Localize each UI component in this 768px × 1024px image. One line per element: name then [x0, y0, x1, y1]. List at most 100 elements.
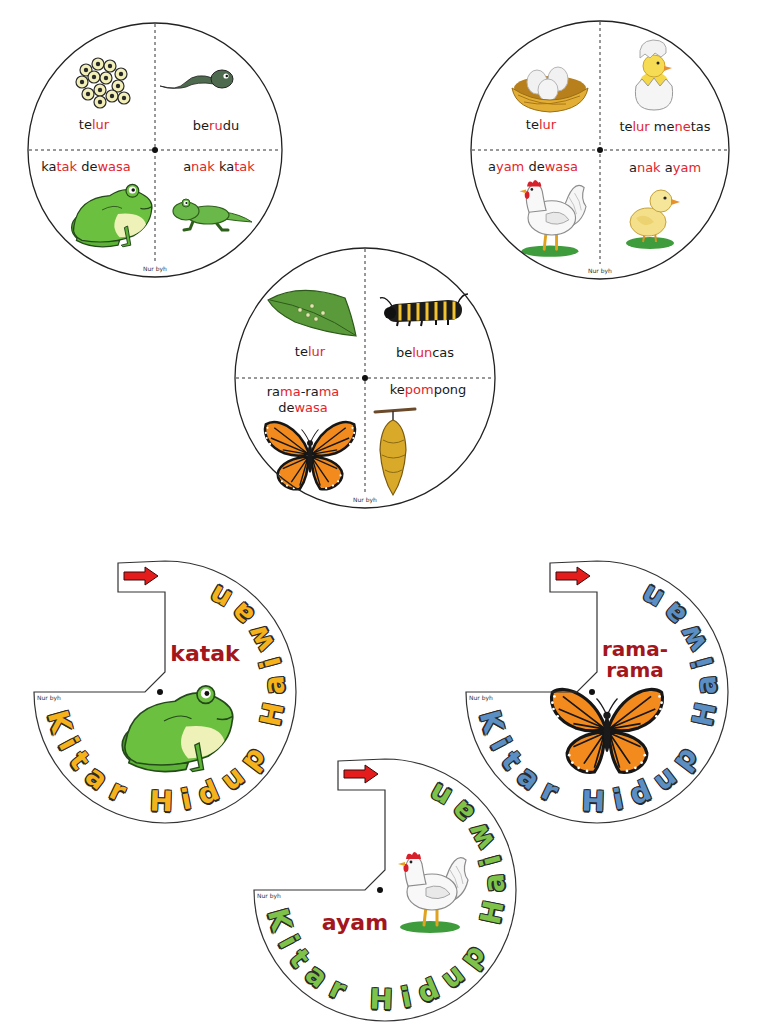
title-letter: u [436, 959, 469, 993]
text-run: wasa [97, 159, 130, 174]
illustration-part [538, 79, 558, 101]
illustration-part [512, 88, 588, 112]
text-run: lur [539, 117, 556, 132]
illustration-part [650, 190, 672, 212]
illustration-part [223, 73, 228, 78]
cover-rim [34, 561, 296, 823]
title-letter: p [668, 742, 702, 775]
life-cycle-wheel: Nur byhtelurbeluncasrama-rama dewasakepo… [234, 247, 496, 509]
pivot-dot [152, 147, 158, 153]
illustration-part [270, 300, 355, 335]
adult-butterfly [265, 422, 356, 489]
stage-label: ayam dewasa [478, 159, 588, 175]
pivot-dot [589, 689, 595, 695]
illustration-part [160, 76, 214, 89]
text-run: a [629, 160, 637, 175]
stage-label: rama-rama dewasa [261, 384, 345, 417]
title-letter: p [236, 742, 270, 775]
title-letter: H [581, 788, 605, 817]
illustration-part [380, 420, 406, 495]
illustration-part [100, 72, 112, 84]
turn-arrow [344, 765, 378, 783]
title-letter [348, 981, 365, 1011]
title-letter: a [260, 675, 289, 696]
credit-text: Nur byh [470, 267, 730, 274]
wheel-rim [28, 23, 282, 277]
title-letter: n [205, 580, 236, 614]
stage-label: anak ayam [610, 160, 720, 176]
title-letter [560, 783, 577, 813]
cover-rim [466, 561, 728, 823]
wheel-title: Kitar Hidup Haiwan [33, 560, 297, 824]
illustration-part [663, 196, 666, 199]
text-run: de [524, 159, 544, 174]
stage-segment: telur [255, 344, 365, 360]
pivot-dot [157, 689, 163, 695]
chrysalis [375, 409, 415, 495]
title-letter: n [637, 580, 668, 614]
text-run: ke [390, 382, 405, 397]
illustration-part [115, 68, 127, 80]
life-cycle-wheel: Nur byhtelurtelur menetasayam dewasaanak… [470, 20, 730, 280]
animal-name: rama-rama [600, 639, 670, 681]
text-run: me [650, 119, 675, 134]
title-letter: i [476, 852, 506, 869]
illustration-part [671, 199, 680, 205]
title-letter [128, 783, 145, 813]
illustration-part [185, 202, 187, 204]
illustration-part [92, 58, 104, 70]
text-run: lur [92, 117, 109, 132]
text-run: te [79, 117, 92, 132]
cover-frog [122, 686, 233, 772]
stage-segment: anak katak [164, 159, 274, 175]
credit-text: Nur byh [234, 496, 496, 503]
title-letter: d [626, 776, 655, 810]
stage-segment: telur [486, 117, 596, 133]
text-run: -ra [301, 384, 319, 399]
illustration-part [640, 40, 666, 58]
adult-frog [72, 184, 152, 246]
illustration-part [636, 216, 654, 225]
text-run: ka [41, 159, 56, 174]
stage-segment: anak ayam [610, 160, 720, 176]
title-letter: d [194, 776, 223, 810]
cover-outline [253, 758, 517, 1022]
text-run: nak [191, 159, 215, 174]
froglet [173, 199, 252, 230]
stage-label: anak katak [164, 159, 274, 175]
title-letter: a [446, 795, 479, 828]
title-letter: H [149, 788, 173, 817]
chick [626, 190, 680, 249]
title-letter: H [257, 700, 289, 729]
nest-with-eggs [512, 67, 588, 112]
title-letter: a [658, 597, 691, 630]
illustration-part [664, 66, 672, 71]
stage-segment: beluncas [370, 345, 480, 361]
title-letter: K [43, 707, 76, 735]
stage-segment: telur [39, 117, 149, 133]
wheel-cover: katakKitar Hidup HaiwanNur byh [33, 560, 297, 824]
text-run: te [619, 119, 632, 134]
illustration-part [211, 70, 233, 88]
stage-label: berudu [161, 118, 271, 134]
title-letter: H [369, 986, 393, 1015]
text-run: lur [633, 119, 650, 134]
caterpillar [380, 294, 468, 326]
illustration-part [76, 76, 88, 88]
title-letter: K [475, 707, 508, 735]
text-run: tak [56, 159, 77, 174]
illustration-part [384, 307, 396, 319]
illustration-part [321, 311, 325, 315]
title-letter: r [537, 776, 562, 807]
title-letter: w [675, 620, 712, 656]
adult-hen [520, 180, 587, 257]
wheel-rim [235, 248, 495, 508]
text-run: wasa [545, 159, 578, 174]
illustration-part [94, 96, 106, 108]
illustration-part [643, 55, 665, 77]
illustration-part [118, 92, 130, 104]
divider-line [600, 22, 601, 264]
title-letter: i [688, 654, 718, 671]
illustration-part [657, 62, 660, 65]
title-letter: a [300, 959, 332, 993]
